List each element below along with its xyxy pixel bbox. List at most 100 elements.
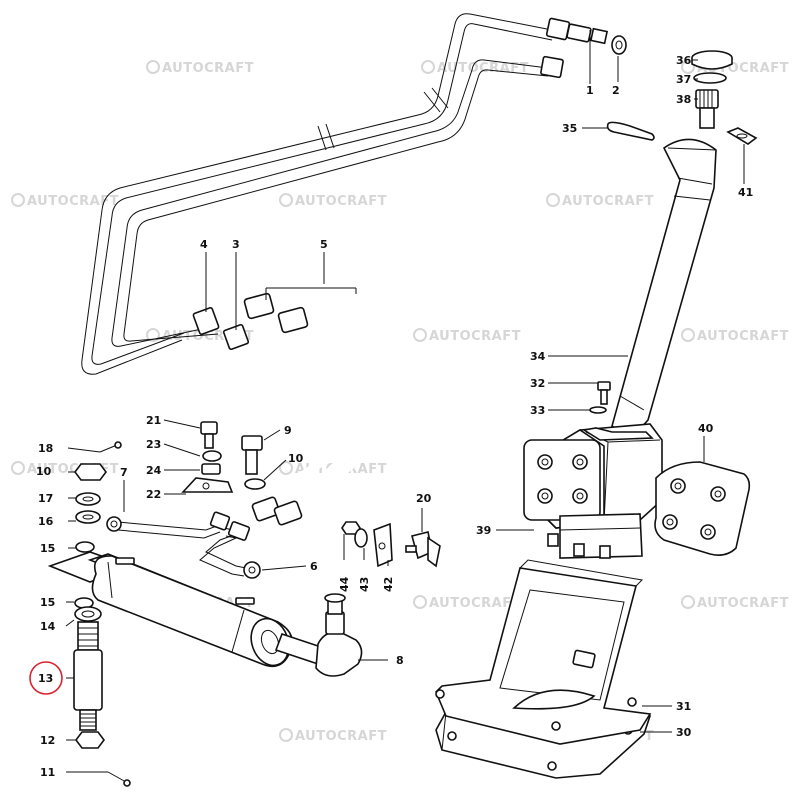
- bolt-32: [597, 381, 611, 405]
- pipe-union-4: [192, 307, 220, 335]
- label-24: 24: [146, 464, 162, 477]
- label-3: 3: [232, 238, 240, 251]
- label-20: 20: [416, 492, 432, 505]
- label-5: 5: [320, 238, 328, 251]
- svg-text:AUTOCRAFT: AUTOCRAFT: [27, 194, 119, 209]
- svg-text:AUTOCRAFT: AUTOCRAFT: [562, 194, 654, 209]
- bearing-35: [606, 121, 655, 141]
- label-15-upper: 15: [40, 542, 55, 555]
- bolt-21: [200, 421, 218, 449]
- label-40: 40: [698, 422, 714, 435]
- pipe-fitting-top-lower: [540, 55, 564, 79]
- washer-17: [75, 492, 101, 506]
- label-16: 16: [38, 515, 54, 528]
- watermark: AUTOCRAFT: [413, 595, 521, 611]
- label-43: 43: [358, 577, 371, 592]
- castle-nut-12: [75, 731, 105, 749]
- splined-shaft-38: [695, 89, 719, 129]
- castle-nut-19: [74, 463, 107, 481]
- label-32: 32: [530, 377, 545, 390]
- watermark: AUTOCRAFT: [413, 328, 521, 344]
- label-39: 39: [476, 524, 491, 537]
- nut-24: [201, 463, 221, 475]
- label-44: 44: [338, 576, 351, 592]
- label-17: 17: [38, 492, 53, 505]
- washer-10: [244, 478, 266, 490]
- split-pin-18: [99, 441, 122, 453]
- svg-text:AUTOCRAFT: AUTOCRAFT: [697, 329, 789, 344]
- svg-text:AUTOCRAFT: AUTOCRAFT: [429, 596, 521, 611]
- watermark: AUTOCRAFT: [146, 60, 254, 76]
- label-21: 21: [146, 414, 161, 427]
- steering-unit-39: [523, 423, 663, 559]
- leader-lines: [65, 30, 745, 773]
- label-6: 6: [310, 560, 318, 573]
- svg-text:AUTOCRAFT: AUTOCRAFT: [295, 194, 387, 209]
- clamp-20: [405, 531, 441, 568]
- tie-rod-end-8: [315, 593, 363, 677]
- watermark: AUTOCRAFT: [681, 595, 789, 611]
- label-37: 37: [676, 73, 691, 86]
- king-pin-13: [73, 621, 103, 731]
- ring-33: [589, 406, 607, 414]
- label-31: 31: [676, 700, 691, 713]
- bolt-9: [241, 435, 263, 475]
- label-22: 22: [146, 488, 161, 501]
- washer-23: [202, 450, 222, 462]
- label-8: 8: [396, 654, 404, 667]
- label-10-left: 10: [36, 465, 52, 478]
- watermark: AUTOCRAFT: [546, 193, 654, 209]
- pipe-union-3: [222, 323, 250, 351]
- svg-text:AUTOCRAFT: AUTOCRAFT: [162, 61, 254, 76]
- label-33: 33: [530, 404, 545, 417]
- label-13: 13: [38, 672, 53, 685]
- hydraulic-pipes: [81, 13, 553, 375]
- label-7: 7: [120, 466, 128, 479]
- label-38: 38: [676, 93, 691, 106]
- clamp-plate-22: [181, 477, 234, 493]
- nut-44: [341, 521, 361, 535]
- label-30: 30: [676, 726, 692, 739]
- svg-text:AUTOCRAFT: AUTOCRAFT: [295, 729, 387, 744]
- hydraulic-cylinder: [47, 551, 326, 668]
- washer-16: [75, 510, 101, 524]
- label-18: 18: [38, 442, 53, 455]
- part-labels: 1 2 3 4 5 6 7 8 9 10 10 11 12 13 14 15 1…: [36, 54, 753, 779]
- svg-text:AUTOCRAFT: AUTOCRAFT: [429, 329, 521, 344]
- label-11: 11: [40, 766, 55, 779]
- svg-text:AUTOCRAFT: AUTOCRAFT: [697, 596, 789, 611]
- label-34: 34: [530, 350, 546, 363]
- boot-31: [435, 559, 652, 745]
- label-15-lower: 15: [40, 596, 55, 609]
- washer-top-2: [611, 35, 627, 55]
- watermark: AUTOCRAFT: [11, 193, 119, 209]
- clip-42: [373, 522, 393, 568]
- label-14: 14: [40, 620, 56, 633]
- label-10-right: 10: [288, 452, 304, 465]
- label-2: 2: [612, 84, 620, 97]
- circlip-37: [693, 72, 727, 84]
- highlight-circle-13: [29, 661, 63, 695]
- label-9: 9: [284, 424, 292, 437]
- column-cap-36: [691, 50, 733, 70]
- pipe-7: [106, 516, 223, 539]
- label-1: 1: [586, 84, 594, 97]
- washer-41: [726, 127, 758, 145]
- label-42: 42: [382, 577, 395, 592]
- mounting-plate-40: [654, 461, 751, 556]
- label-4: 4: [200, 238, 208, 251]
- pipe-6: [199, 511, 261, 579]
- label-12: 12: [40, 734, 55, 747]
- label-23: 23: [146, 438, 161, 451]
- svg-text:AUTOCRAFT: AUTOCRAFT: [437, 61, 529, 76]
- label-41: 41: [738, 186, 753, 199]
- pipe-fitting-top-1: [545, 17, 609, 45]
- washer-15-upper: [75, 541, 95, 553]
- label-36: 36: [676, 54, 692, 67]
- label-35: 35: [562, 122, 577, 135]
- split-pin-11: [107, 771, 131, 787]
- watermark: AUTOCRAFT: [681, 328, 789, 344]
- bushing-14: [74, 606, 102, 622]
- washer-43: [354, 528, 368, 548]
